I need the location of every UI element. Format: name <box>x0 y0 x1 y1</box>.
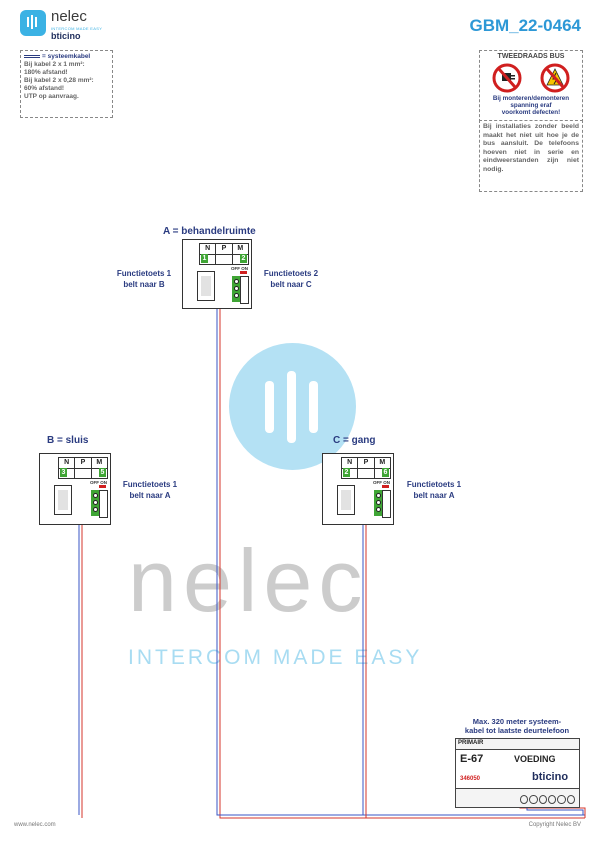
station-c-terminal <box>374 490 382 516</box>
cable-note-line: Bij kabel 2 x 1 mm²: <box>24 61 85 68</box>
station-c-terminal-labels <box>382 490 391 518</box>
off-on-switch[interactable] <box>240 271 247 274</box>
psu-caption: Max. 320 meter systeem-kabel tot laatste… <box>464 717 570 735</box>
station-b-handset-icon <box>54 485 72 515</box>
off-on-switch[interactable] <box>382 485 389 488</box>
cable-note-line: Bij kabel 2 x 0,28 mm²: <box>24 77 94 84</box>
logo-tagline: INTERCOM MADE EASY <box>51 26 103 31</box>
psu-name: VOEDING <box>514 754 556 764</box>
station-b-title: B = sluis <box>47 435 89 446</box>
cable-note-line: 60% afstand! <box>24 85 65 92</box>
psu-code: 346050 <box>460 776 481 782</box>
nelec-logo-icon <box>20 10 46 36</box>
psu-front-panel: E-67 VOEDING 346050 bticino <box>456 749 579 789</box>
cable-note-line: 180% afstand! <box>24 69 68 76</box>
cable-note: = systeemkabel Bij kabel 2 x 1 mm²: 180%… <box>20 50 113 118</box>
station-c-handset-icon <box>337 485 355 515</box>
station-b-terminal-labels <box>99 490 108 518</box>
bus-warning-line: spanning eraf <box>510 102 552 109</box>
off-on-label: OFF ON <box>90 480 107 485</box>
wire-b-blue <box>78 512 92 815</box>
cable-note-line: UTP op aanvraag. <box>24 93 79 100</box>
bus-warning-line: voorkomt defecten! <box>501 109 561 116</box>
off-on-label: OFF ON <box>373 480 390 485</box>
wire-b-red <box>81 508 92 818</box>
station-a-terminal <box>232 276 240 302</box>
station-b-terminal <box>91 490 99 516</box>
key-p[interactable]: P <box>358 458 375 478</box>
bus-warning-line: Bij monteren/demonteren <box>492 95 570 102</box>
psu-primair-label: PRIMAIR <box>458 740 484 746</box>
watermark-circle-icon <box>229 343 356 470</box>
key-p[interactable]: P <box>75 458 92 478</box>
bus-panel: TWEEDRAADS BUS Bij monteren/demonteren s… <box>479 50 583 122</box>
psu-brand: bticino <box>532 771 569 783</box>
cable-note-heading: = systeemkabel <box>42 53 91 60</box>
psu-model: E-67 <box>460 753 484 765</box>
watermark-tagline: INTERCOM MADE EASY <box>128 646 423 669</box>
station-c-title: C = gang <box>333 435 376 446</box>
watermark-word: nelec <box>128 531 369 630</box>
psu-terminals <box>520 795 575 804</box>
bticino-logo: bticino <box>51 31 81 41</box>
wire-c-blue <box>362 512 375 815</box>
off-on-switch[interactable] <box>99 485 106 488</box>
logo-name: nelec <box>51 8 87 25</box>
footer-copyright: Copyright Nelec BV <box>528 822 581 828</box>
no-plug-icon <box>492 63 522 93</box>
document-code: GBM_22-0464 <box>469 16 581 35</box>
station-a-handset-icon <box>197 271 215 301</box>
key-p[interactable]: P <box>216 244 233 264</box>
footer-url[interactable]: www.nelec.com <box>14 822 56 828</box>
power-supply-unit: PRIMAIR E-67 VOEDING 346050 bticino <box>455 738 580 808</box>
station-a-title: A = behandelruimte <box>163 226 256 237</box>
off-on-label: OFF ON <box>231 266 248 271</box>
station-a-terminal-labels <box>240 276 249 304</box>
no-voltage-icon <box>540 63 570 93</box>
wire-c-red <box>365 508 375 818</box>
install-note: Bij installaties zonder beeld maakt het … <box>479 120 583 192</box>
bus-panel-title: TWEEDRAADS BUS <box>497 53 565 60</box>
